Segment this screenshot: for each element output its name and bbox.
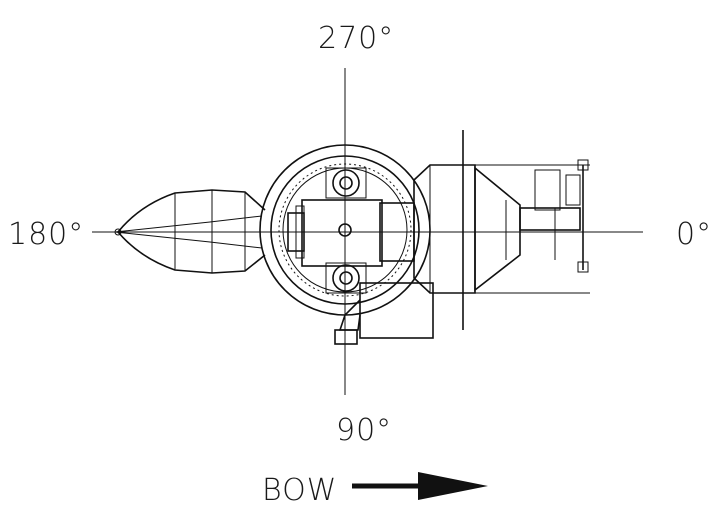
bow-arrow-icon	[352, 472, 488, 500]
turret-body	[287, 199, 415, 267]
label-180: 180°	[8, 217, 84, 252]
label-270: 270°	[318, 21, 394, 56]
nozzle	[114, 189, 266, 274]
pivot-bottom	[325, 262, 367, 294]
label-0: 0°	[676, 217, 712, 252]
motor-housing	[413, 159, 590, 294]
pivot-top	[325, 167, 367, 199]
actuator-block	[334, 282, 434, 345]
label-90: 90°	[336, 413, 392, 448]
axis-lines	[92, 68, 643, 395]
bow-label: BOW	[262, 473, 337, 508]
